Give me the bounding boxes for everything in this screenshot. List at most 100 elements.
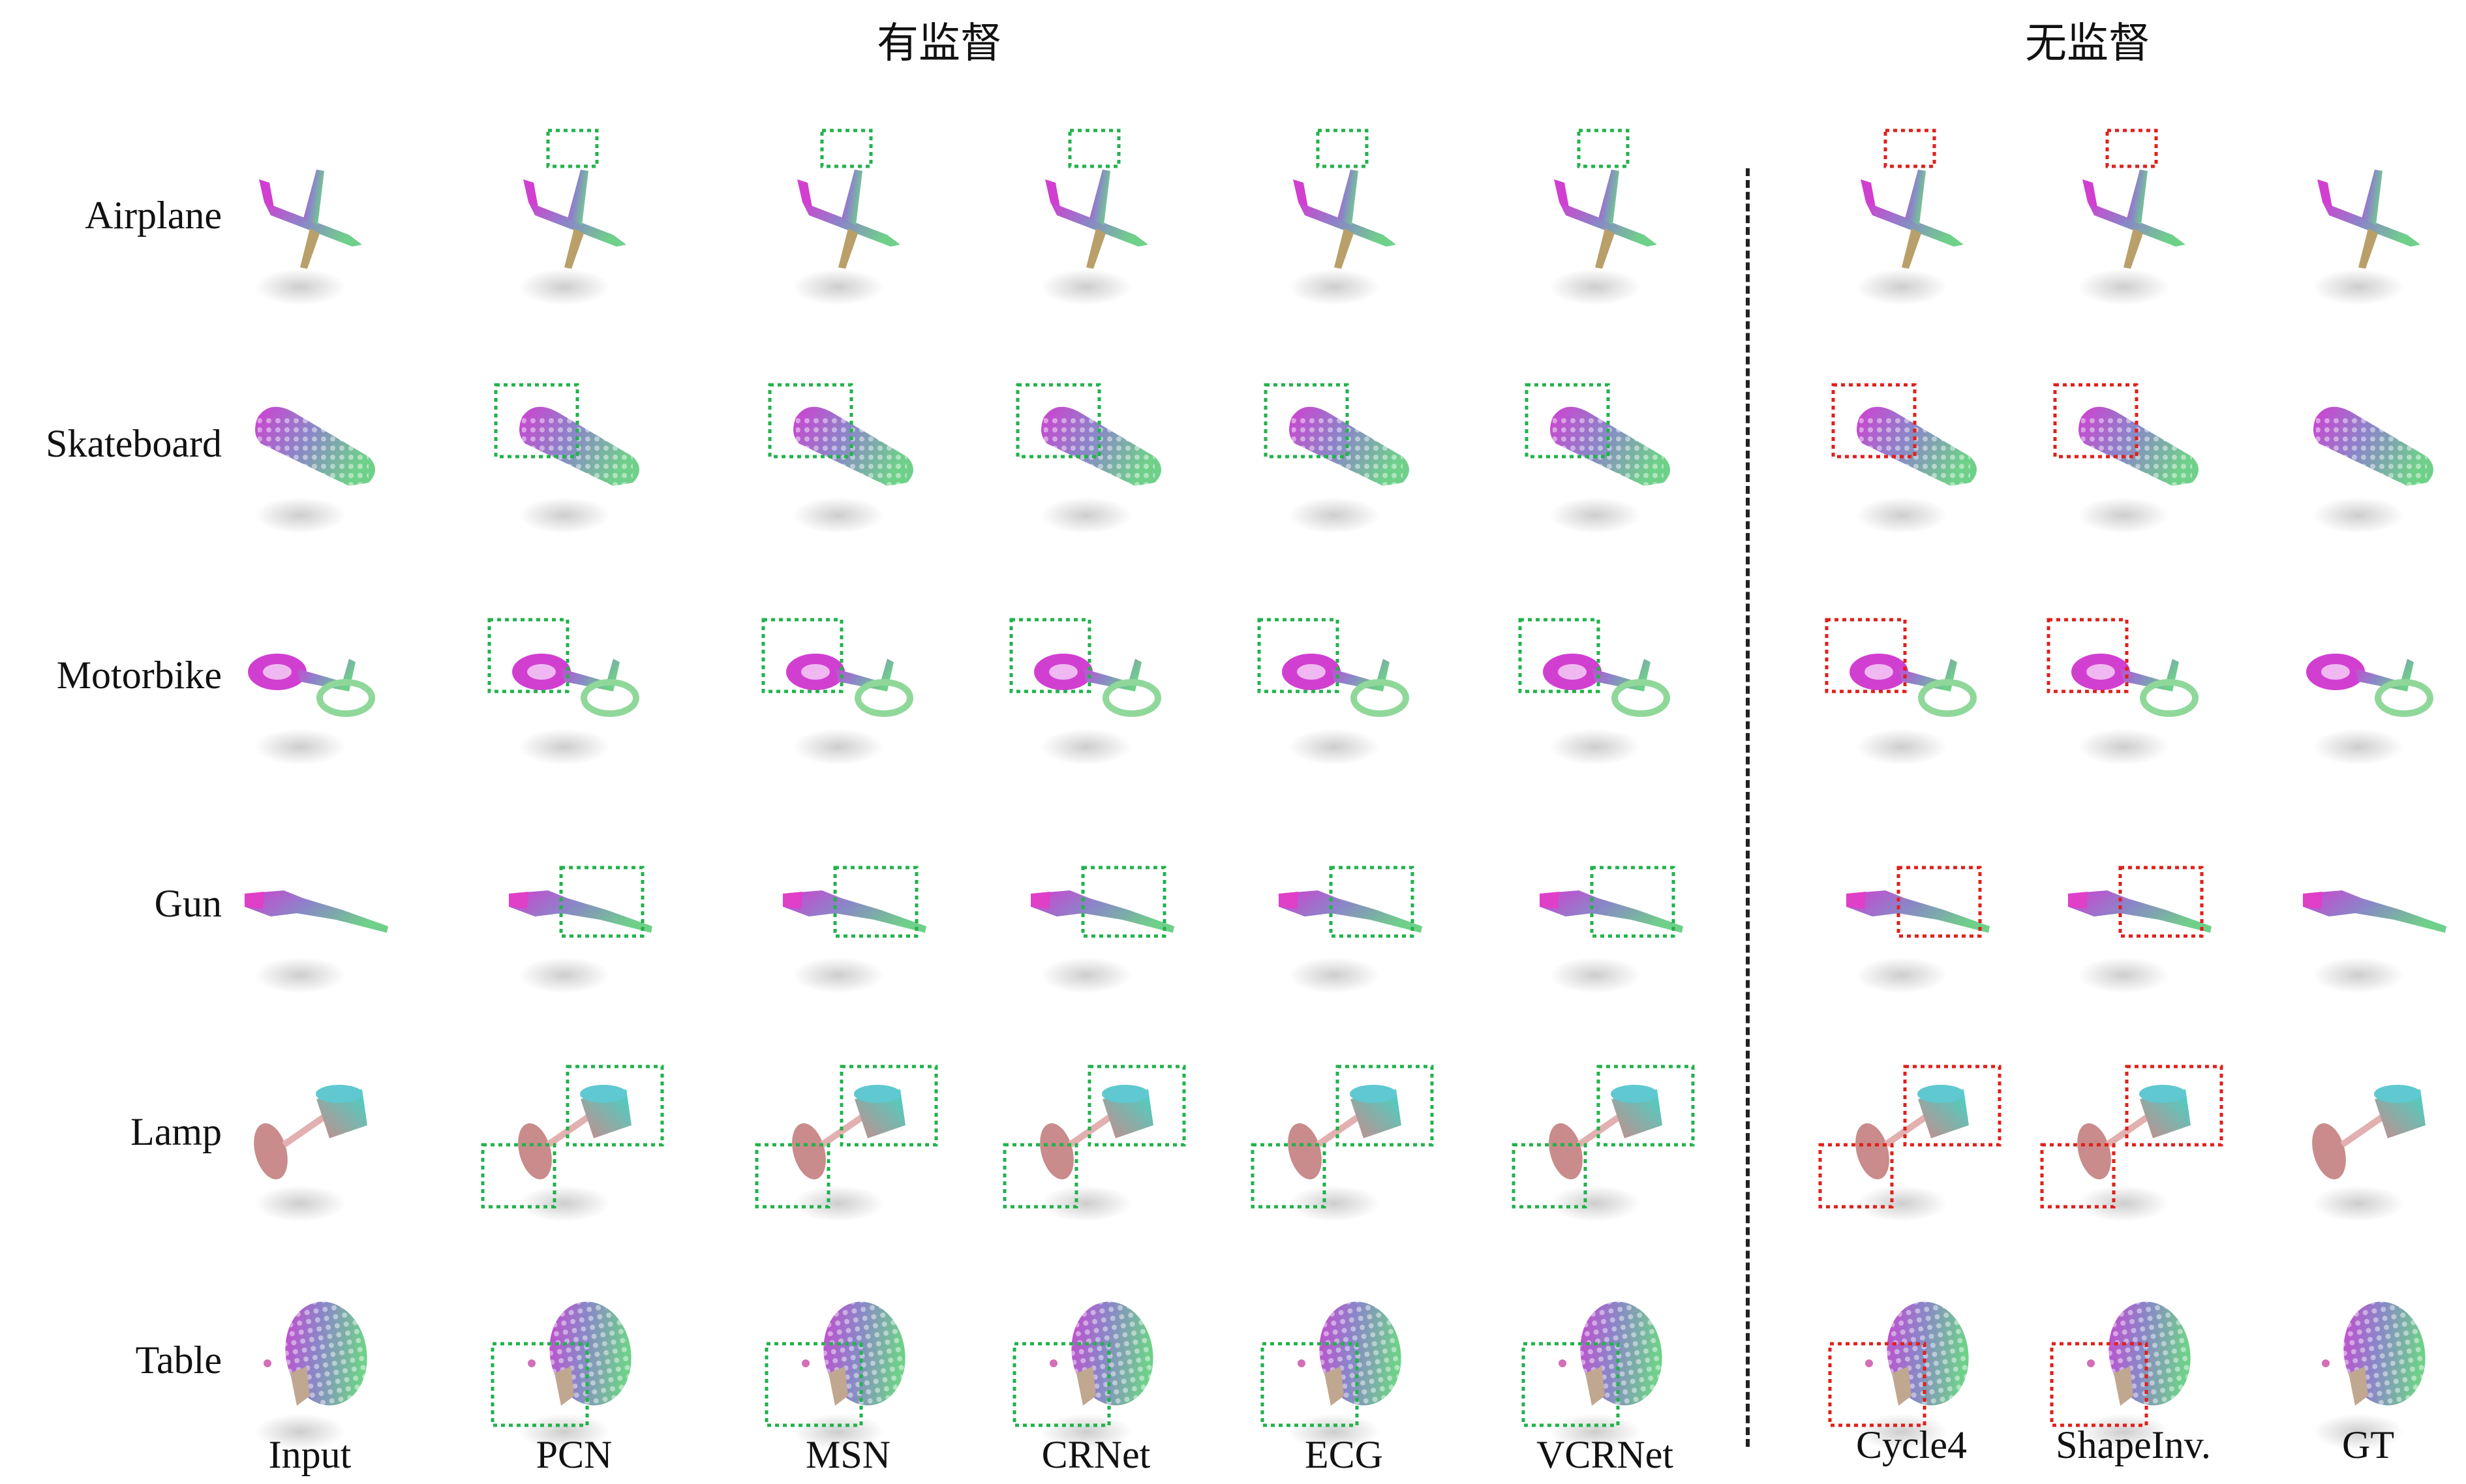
- point-cloud-table-crnet: [1050, 1301, 1153, 1406]
- thumbnail-gun-gt: [2303, 890, 2446, 993]
- highlight-box-gun-vcrnet: [1590, 866, 1675, 938]
- thumbnail-motorbike-input: [248, 654, 375, 765]
- col-label-shapeinv: ShapeInv.: [2056, 1423, 2211, 1466]
- shadow-skateboard-crnet: [1041, 497, 1132, 534]
- point-cloud-lamp-cycle4: [1855, 1085, 1969, 1179]
- row-label-skateboard: Skateboard: [46, 422, 222, 465]
- point-cloud-airplane-input: [259, 170, 362, 269]
- thumbnail-airplane-cycle4: [1856, 129, 1964, 305]
- shadow-airplane-vcrnet: [1549, 269, 1641, 305]
- point-cloud-lamp-crnet: [1040, 1085, 1153, 1179]
- highlight-box-gun-shapeinv: [2118, 866, 2204, 938]
- row-label-airplane: Airplane: [85, 194, 222, 237]
- thumbnail-skateboard-cycle4: [1831, 383, 1977, 534]
- highlight-box-table-shapeinv: [2050, 1342, 2148, 1427]
- highlight-box-gun-msn: [833, 866, 919, 938]
- shadow-airplane-crnet: [1041, 269, 1132, 305]
- thumbnail-table-vcrnet: [1521, 1301, 1662, 1450]
- highlight-box-skateboard-pcn: [494, 383, 579, 459]
- point-cloud-skateboard-pcn: [519, 406, 639, 486]
- shadow-lamp-shapeinv: [2078, 1185, 2169, 1222]
- point-cloud-airplane-ecg: [1293, 170, 1396, 269]
- thumbnail-skateboard-pcn: [494, 383, 639, 534]
- shadow-lamp-input: [254, 1185, 346, 1222]
- thumbnail-lamp-gt: [2312, 1085, 2426, 1222]
- col-label-input: Input: [268, 1433, 352, 1476]
- point-cloud-lamp-shapeinv: [2077, 1085, 2191, 1179]
- point-cloud-airplane-vcrnet: [1554, 170, 1657, 269]
- highlight-box-lamp-crnet-1: [1003, 1143, 1078, 1209]
- header-unsupervised: 无监督: [2025, 20, 2150, 67]
- point-cloud-table-gt: [2322, 1301, 2426, 1406]
- point-cloud-airplane-shapeinv: [2082, 170, 2185, 269]
- highlight-box-airplane-ecg: [1316, 129, 1369, 168]
- thumbnail-table-crnet: [1012, 1301, 1153, 1450]
- shadow-airplane-input: [254, 269, 346, 305]
- point-cloud-skateboard-cycle4: [1857, 406, 1977, 486]
- point-cloud-airplane-gt: [2317, 170, 2420, 269]
- thumbnail-motorbike-msn: [761, 618, 913, 765]
- highlight-box-airplane-pcn: [546, 129, 599, 168]
- highlight-box-table-vcrnet: [1521, 1342, 1620, 1427]
- point-cloud-gun-msn: [783, 890, 926, 933]
- shadow-motorbike-gt: [2313, 729, 2404, 765]
- shadow-lamp-crnet: [1041, 1185, 1132, 1222]
- shadow-airplane-shapeinv: [2078, 269, 2169, 305]
- highlight-box-lamp-shapeinv-1: [2040, 1143, 2116, 1209]
- point-cloud-motorbike-gt: [2306, 654, 2433, 717]
- shadow-gun-vcrnet: [1549, 957, 1641, 993]
- highlight-box-table-msn: [765, 1342, 863, 1427]
- col-label-msn: MSN: [805, 1433, 891, 1476]
- shadow-airplane-gt: [2313, 269, 2404, 305]
- thumbnail-skateboard-crnet: [1016, 383, 1161, 534]
- highlight-box-lamp-cycle4-1: [1818, 1143, 1894, 1209]
- shadow-gun-shapeinv: [2078, 957, 2169, 993]
- highlight-box-lamp-pcn-2: [566, 1065, 664, 1147]
- shadow-motorbike-ecg: [1288, 729, 1380, 765]
- shadow-lamp-cycle4: [1856, 1185, 1947, 1222]
- point-cloud-skateboard-crnet: [1041, 406, 1161, 486]
- point-cloud-lamp-ecg: [1288, 1085, 1401, 1179]
- point-cloud-gun-cycle4: [1846, 890, 1990, 933]
- shadow-lamp-msn: [793, 1185, 884, 1222]
- shadow-motorbike-pcn: [519, 729, 610, 765]
- thumbnail-gun-msn: [783, 866, 926, 993]
- col-label-crnet: CRNet: [1041, 1433, 1151, 1476]
- point-cloud-gun-gt: [2303, 890, 2446, 933]
- point-cloud-table-vcrnet: [1559, 1301, 1662, 1406]
- point-cloud-gun-pcn: [509, 890, 652, 933]
- thumbnail-airplane-crnet: [1041, 129, 1148, 305]
- thumbnail-gun-crnet: [1031, 866, 1174, 993]
- point-cloud-skateboard-vcrnet: [1550, 406, 1670, 486]
- highlight-box-airplane-cycle4: [1883, 129, 1936, 168]
- thumbnail-motorbike-gt: [2306, 654, 2433, 765]
- shadow-motorbike-crnet: [1041, 729, 1132, 765]
- point-cloud-airplane-crnet: [1045, 170, 1148, 269]
- shadow-skateboard-gt: [2313, 497, 2404, 534]
- shadow-airplane-msn: [793, 269, 884, 305]
- row-label-motorbike: Motorbike: [56, 654, 222, 697]
- col-label-pcn: PCN: [536, 1433, 613, 1476]
- shadow-skateboard-pcn: [519, 497, 610, 534]
- thumbnail-lamp-vcrnet: [1512, 1065, 1695, 1222]
- highlight-box-motorbike-shapeinv: [2047, 618, 2129, 693]
- point-cloud-gun-input: [245, 890, 388, 933]
- point-cloud-motorbike-vcrnet: [1543, 654, 1670, 717]
- shadow-lamp-vcrnet: [1549, 1185, 1641, 1222]
- shadow-table-input: [254, 1414, 346, 1450]
- thumbnail-table-pcn: [491, 1301, 632, 1450]
- point-cloud-lamp-vcrnet: [1549, 1085, 1662, 1179]
- thumbnail-airplane-pcn: [519, 129, 626, 305]
- shadow-airplane-cycle4: [1856, 269, 1947, 305]
- thumbnail-skateboard-input: [254, 406, 375, 534]
- point-cloud-table-input: [264, 1301, 367, 1406]
- thumbnail-motorbike-ecg: [1257, 618, 1409, 765]
- thumbnail-table-msn: [765, 1301, 906, 1450]
- shadow-motorbike-cycle4: [1856, 729, 1947, 765]
- thumbnail-skateboard-vcrnet: [1525, 383, 1670, 534]
- point-cloud-table-shapeinv: [2087, 1301, 2191, 1406]
- point-cloud-gun-shapeinv: [2068, 890, 2212, 933]
- highlight-box-skateboard-crnet: [1016, 383, 1101, 459]
- thumbnail-table-ecg: [1260, 1301, 1401, 1450]
